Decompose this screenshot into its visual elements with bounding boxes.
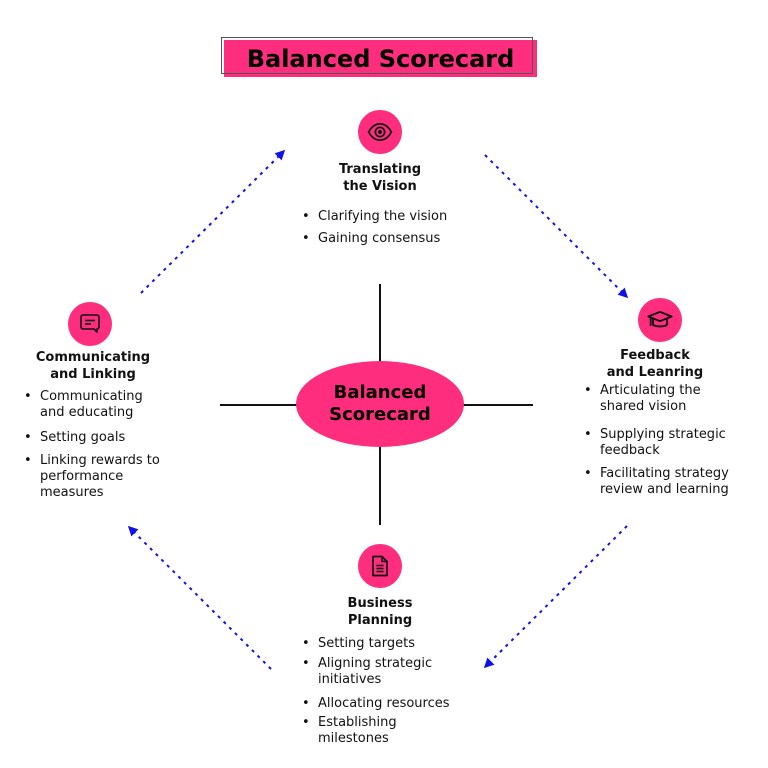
center-ellipse <box>296 361 464 447</box>
left-node-title: Communicating and Linking <box>18 349 168 383</box>
arrow-bottom-to-left <box>127 525 272 670</box>
right-node-icon-circle <box>638 298 682 342</box>
title-box: Balanced Scorecard <box>221 37 537 77</box>
list-item: Gaining consensus <box>300 231 480 247</box>
list-item: Facilitating strategy review and learnin… <box>582 466 752 498</box>
right-node-bullets: Articulating the shared vision Supplying… <box>582 383 752 504</box>
graduation-cap-icon <box>647 310 673 328</box>
eye-icon <box>367 123 393 141</box>
list-item: Setting targets <box>300 636 470 652</box>
list-item: Establishing milestones <box>300 715 470 747</box>
arrow-right-to-bottom <box>483 525 628 669</box>
message-icon <box>80 314 100 333</box>
list-item: Articulating the shared vision <box>582 383 752 415</box>
left-node-title-line2: and Linking <box>50 367 136 382</box>
bottom-node-title: Business Planning <box>300 595 460 629</box>
top-node-title-line1: Translating <box>338 162 422 177</box>
bottom-node-bullets: Setting targets Aligning strategic initi… <box>300 636 470 753</box>
right-node-title-line1: Feedback <box>620 348 690 363</box>
list-item: Communicating and educating <box>22 389 182 421</box>
top-node-title-line2: the Vision <box>343 179 417 194</box>
title-outline <box>221 37 533 74</box>
center-label: Balanced Scorecard <box>296 360 464 448</box>
list-item: Setting goals <box>22 430 182 446</box>
top-node-title: Translating the Vision <box>300 161 460 195</box>
center-label-line1: Balanced <box>333 382 427 403</box>
left-node-title-line1: Communicating <box>35 350 151 365</box>
list-item: Linking rewards to performance measures <box>22 453 182 501</box>
list-item: Supplying strategic feedback <box>582 427 752 459</box>
title-text: Balanced Scorecard <box>224 40 537 77</box>
arrow-top-to-right <box>484 154 629 299</box>
left-node-bullets: Communicating and educating Setting goal… <box>22 389 182 507</box>
top-node-icon-circle <box>358 110 402 154</box>
bottom-node-title-line1: Business <box>347 596 413 611</box>
top-node-bullets: Clarifying the vision Gaining consensus <box>300 209 480 253</box>
center-label-line2: Scorecard <box>329 404 431 425</box>
arrow-left-to-top <box>140 149 286 294</box>
right-node-title-line2: and Leanring <box>606 365 704 380</box>
right-node-title: Feedback and Leanring <box>580 347 730 381</box>
left-node-icon-circle <box>68 302 112 346</box>
list-item: Aligning strategic initiatives <box>300 656 470 688</box>
list-item: Allocating resources <box>300 696 470 712</box>
bottom-node-title-line2: Planning <box>347 613 413 628</box>
document-icon <box>372 555 388 577</box>
bottom-node-icon-circle <box>358 544 402 588</box>
list-item: Clarifying the vision <box>300 209 480 225</box>
